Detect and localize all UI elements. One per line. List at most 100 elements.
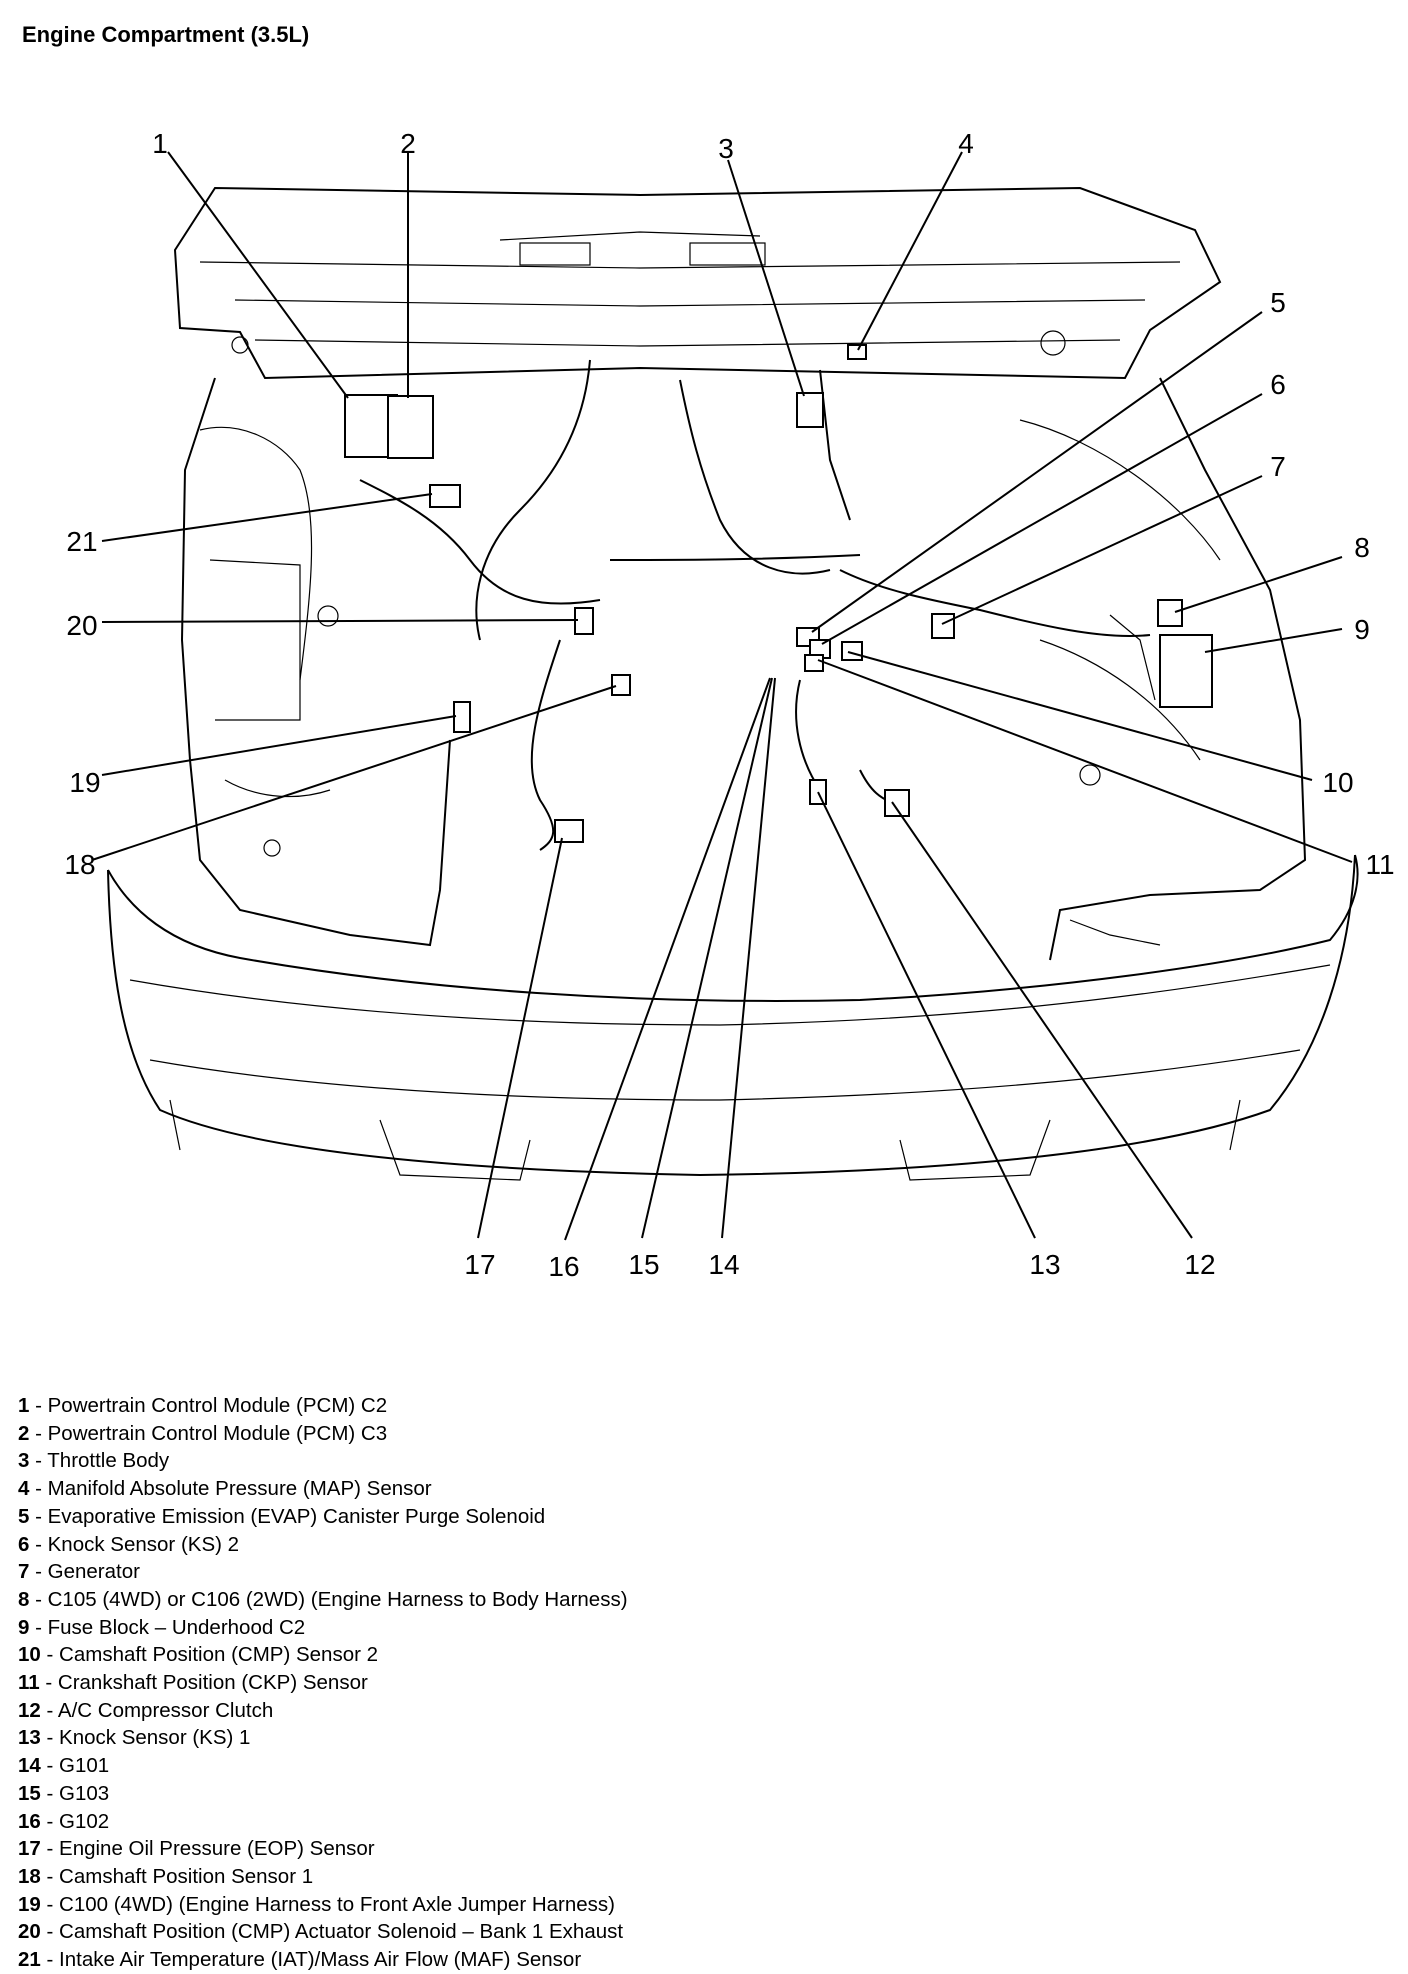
legend-label: Generator	[47, 1560, 140, 1584]
legend-number: 12	[18, 1698, 41, 1722]
legend-number: 19	[18, 1892, 41, 1916]
legend-number: 18	[18, 1864, 41, 1888]
legend-label: Powertrain Control Module (PCM) C3	[47, 1421, 388, 1445]
map-sensor-icon	[847, 344, 867, 360]
leader-line-13	[817, 791, 1036, 1239]
callout-number-18: 18	[64, 849, 95, 880]
leader-line-7	[941, 475, 1263, 625]
diagram-title: Engine Compartment (3.5L)	[22, 22, 310, 47]
leader-line-15	[641, 677, 773, 1239]
callout-number-17: 17	[464, 1249, 495, 1280]
legend-label: Engine Oil Pressure (EOP) Sensor	[59, 1837, 375, 1861]
legend-number: 5	[18, 1504, 30, 1528]
legend-number: 11	[18, 1671, 40, 1695]
legend-list: 1 - Powertrain Control Module (PCM) C2 2…	[18, 1392, 628, 1974]
legend-number: 13	[18, 1726, 41, 1750]
legend-label: Powertrain Control Module (PCM) C2	[47, 1394, 388, 1417]
legend-label: Evaporative Emission (EVAP) Canister Pur…	[47, 1504, 546, 1528]
legend-label: A/C Compressor Clutch	[57, 1698, 274, 1722]
iat-maf-sensor-icon	[429, 484, 461, 508]
fuse-block-icon	[1159, 634, 1213, 708]
ac-compressor-clutch-icon	[884, 789, 910, 817]
leader-line-1	[167, 151, 349, 399]
leader-line-21	[101, 493, 433, 542]
legend-label: G103	[59, 1781, 110, 1805]
legend-item: 2 - Powertrain Control Module (PCM) C3	[18, 1421, 388, 1445]
callout-number-12: 12	[1184, 1249, 1215, 1280]
legend-item: 16 - G102	[18, 1809, 110, 1833]
generator-icon	[931, 613, 955, 639]
callout-number-20: 20	[66, 610, 97, 641]
legend-number: 17	[18, 1837, 41, 1861]
legend-label: G101	[59, 1754, 110, 1778]
callout-number-4: 4	[958, 128, 974, 159]
callout-number-1: 1	[152, 128, 168, 159]
callout-number-19: 19	[69, 767, 100, 798]
leader-line-3	[727, 159, 805, 397]
engine-compartment-artwork	[107, 186, 1359, 1181]
legend-item: 7 - Generator	[18, 1560, 140, 1584]
legend-item: 14 - G101	[18, 1754, 110, 1778]
callout-number-15: 15	[628, 1249, 659, 1280]
legend-item: 13 - Knock Sensor (KS) 1	[18, 1726, 251, 1750]
callout-number-11: 11	[1365, 849, 1394, 880]
legend-number: 6	[18, 1532, 30, 1556]
legend-item: 10 - Camshaft Position (CMP) Sensor 2	[18, 1643, 379, 1667]
legend-number: 16	[18, 1809, 41, 1833]
leader-line-19	[101, 715, 457, 776]
legend-number: 4	[18, 1477, 30, 1501]
legend-item: 15 - G103	[18, 1781, 110, 1805]
legend-number: 15	[18, 1781, 41, 1805]
legend-number: 14	[18, 1754, 41, 1778]
legend-label: C105 (4WD) or C106 (2WD) (Engine Harness…	[47, 1587, 628, 1611]
callout-number-16: 16	[548, 1251, 579, 1282]
legend-item: 11 - Crankshaft Position (CKP) Sensor	[18, 1671, 368, 1695]
legend-number: 21	[18, 1948, 41, 1972]
leader-line-16	[564, 677, 771, 1241]
legend-label: Throttle Body	[47, 1449, 170, 1473]
legend-item: 17 - Engine Oil Pressure (EOP) Sensor	[18, 1837, 375, 1861]
callout-number-13: 13	[1029, 1249, 1060, 1280]
legend-item: 8 - C105 (4WD) or C106 (2WD) (Engine Har…	[18, 1587, 628, 1611]
c105-c106-connector-icon	[1157, 599, 1183, 627]
legend-item: 4 - Manifold Absolute Pressure (MAP) Sen…	[18, 1477, 432, 1501]
ckp-sensor-icon	[804, 654, 824, 672]
callout-number-8: 8	[1354, 532, 1370, 563]
pcm-c3-connector-icon	[387, 395, 434, 459]
cmp-sensor-2-icon	[841, 641, 863, 661]
legend-label: Knock Sensor (KS) 2	[47, 1532, 240, 1556]
engine-compartment-diagram: 1 2 3 4 5 6 7 8 9 10 11 12 13 14 15 16 1…	[64, 128, 1394, 1282]
legend-item: 12 - A/C Compressor Clutch	[18, 1698, 274, 1722]
callout-number-6: 6	[1270, 369, 1286, 400]
callout-number-21: 21	[66, 526, 97, 557]
legend-label: Camshaft Position (CMP) Actuator Solenoi…	[59, 1920, 624, 1944]
legend-label: Crankshaft Position (CKP) Sensor	[57, 1671, 368, 1695]
callout-number-10: 10	[1322, 767, 1353, 798]
legend-number: 10	[18, 1643, 41, 1667]
c100-connector-icon	[453, 701, 471, 733]
leader-line-10	[847, 651, 1313, 781]
legend-item: 21 - Intake Air Temperature (IAT)/Mass A…	[18, 1948, 582, 1972]
legend-item: 19 - C100 (4WD) (Engine Harness to Front…	[18, 1892, 616, 1916]
camshaft-sensor-1-icon	[611, 674, 631, 696]
legend-label: G102	[59, 1809, 110, 1833]
legend-label: Intake Air Temperature (IAT)/Mass Air Fl…	[59, 1948, 582, 1972]
legend-label: Fuse Block – Underhood C2	[47, 1615, 306, 1639]
throttle-body-icon	[796, 392, 824, 428]
legend-number: 20	[18, 1920, 41, 1944]
legend-item: 3 - Throttle Body	[18, 1449, 170, 1473]
callout-number-2: 2	[400, 128, 416, 159]
legend-label: Camshaft Position (CMP) Sensor 2	[59, 1643, 379, 1667]
legend-label: C100 (4WD) (Engine Harness to Front Axle…	[59, 1892, 616, 1916]
leader-line-4	[857, 151, 963, 351]
legend-item: 5 - Evaporative Emission (EVAP) Canister…	[18, 1504, 546, 1528]
legend-number: 1	[18, 1394, 30, 1417]
leader-line-18	[91, 685, 617, 861]
legend-label: Manifold Absolute Pressure (MAP) Sensor	[47, 1477, 432, 1501]
legend-item: 6 - Knock Sensor (KS) 2	[18, 1532, 240, 1556]
legend-number: 2	[18, 1421, 30, 1445]
leader-line-5	[811, 311, 1263, 633]
legend-number: 8	[18, 1587, 30, 1611]
leader-line-14	[721, 677, 776, 1239]
leader-line-8	[1174, 556, 1343, 613]
